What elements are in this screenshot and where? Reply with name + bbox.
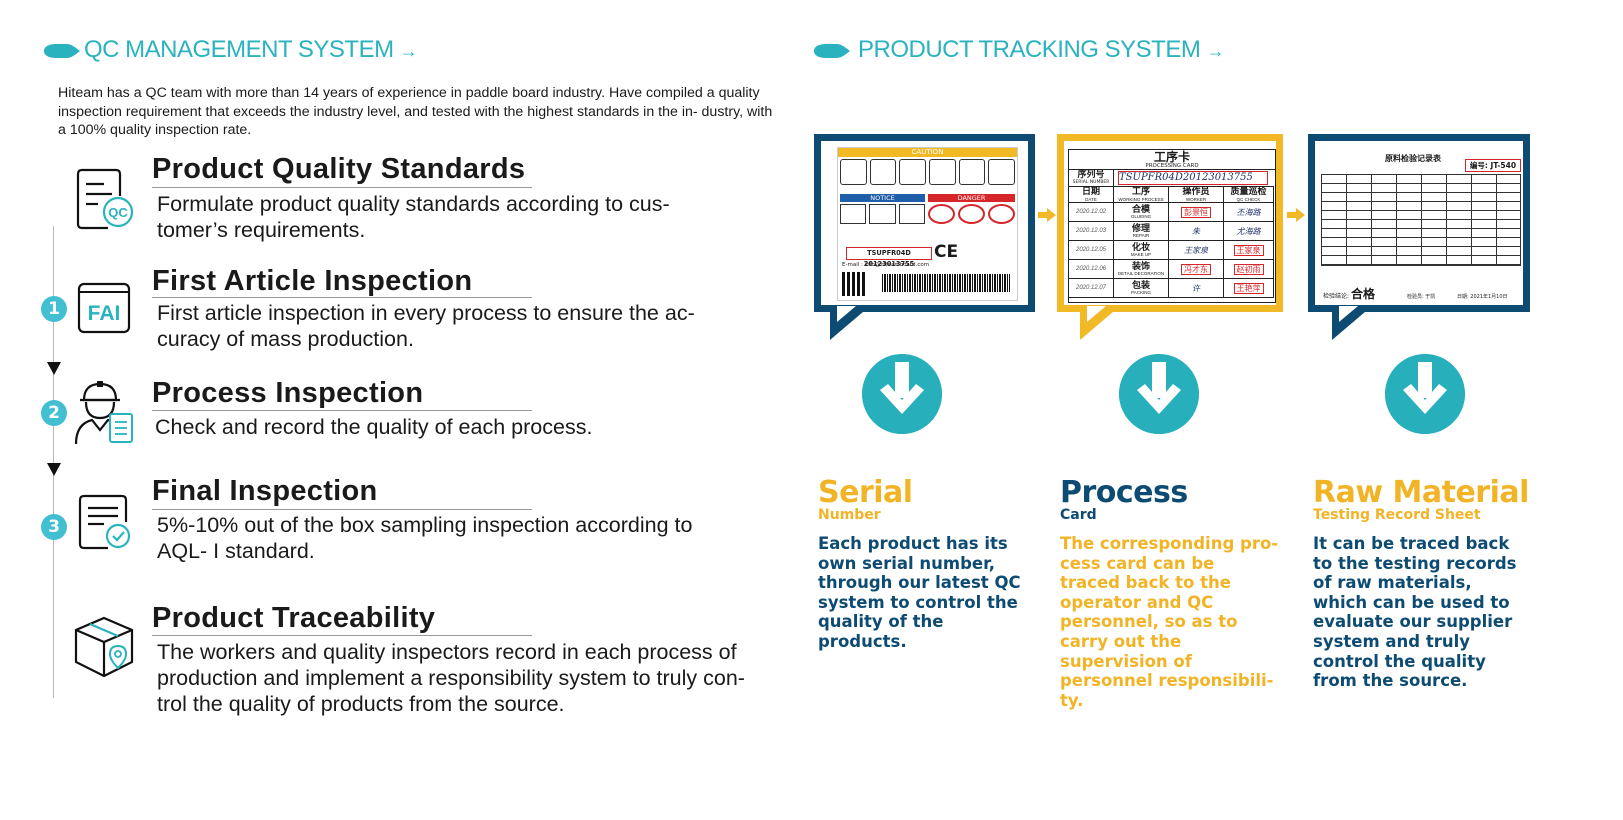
checklist-icon bbox=[78, 494, 131, 550]
step-number-badge: 2 bbox=[41, 400, 67, 426]
box-location-icon bbox=[74, 616, 134, 678]
item-description: The workers and quality inspectors recor… bbox=[157, 640, 745, 716]
raw-sheet-result: 检验结论: 合格 bbox=[1323, 287, 1375, 301]
qr-code-icon bbox=[842, 272, 866, 296]
caution-icons bbox=[840, 159, 1016, 185]
item-description: Formulate product quality standards acco… bbox=[157, 192, 670, 242]
item-title: Final Inspection bbox=[152, 475, 378, 507]
down-arrow-icon bbox=[862, 354, 942, 434]
fai-icon-text: FAI bbox=[88, 302, 121, 325]
barcode-icon bbox=[882, 274, 1010, 292]
column-subtitle: Number bbox=[818, 507, 881, 523]
column-description: It can be traced back to the testing rec… bbox=[1313, 534, 1517, 691]
speech-tail-icon bbox=[1332, 306, 1372, 340]
inspector-icon bbox=[74, 381, 133, 445]
column-subtitle: Card bbox=[1060, 507, 1097, 523]
timeline-line bbox=[53, 226, 54, 698]
item-underline bbox=[152, 410, 532, 411]
qc-section-title: QC MANAGEMENT SYSTEM → bbox=[84, 36, 418, 63]
speech-tail-icon bbox=[830, 306, 870, 340]
item-underline bbox=[152, 297, 532, 298]
speech-tail-icon bbox=[1080, 306, 1120, 340]
processing-card-image: 工序卡 PROCESSING CARD 序列号 SERIAL NUMBER TS… bbox=[1068, 149, 1276, 303]
raw-sheet-date: 日期: 2021年1月10日 bbox=[1457, 294, 1508, 300]
danger-icons bbox=[928, 204, 1015, 224]
flow-arrow-icon bbox=[1287, 208, 1305, 222]
qc-intro-text: Hiteam has a QC team with more than 14 y… bbox=[58, 85, 773, 138]
down-arrow-icon bbox=[1119, 354, 1199, 434]
raw-sheet-inspector: 检验员: 于凯 bbox=[1407, 294, 1436, 300]
item-description: Check and record the quality of each pro… bbox=[155, 415, 593, 439]
serial-number-highlight: TSUPFR04D 20123013755 bbox=[846, 247, 932, 268]
fai-icon: FAI bbox=[77, 282, 131, 334]
raw-sheet-grid bbox=[1321, 174, 1521, 266]
qc-icon-text: QC bbox=[108, 205, 128, 220]
processing-card: 工序卡 PROCESSING CARD 序列号 SERIAL NUMBER TS… bbox=[1057, 134, 1283, 312]
timeline-arrow-icon bbox=[47, 463, 61, 476]
caution-banner: CAUTION bbox=[838, 148, 1017, 157]
email-text: E-mail : info@hiteamboard.com bbox=[842, 262, 930, 268]
serial-label-card: CAUTION NOTICE DANGER TSUPFR04D 20123013… bbox=[814, 134, 1035, 312]
process-serial-value: TSUPFR04D20123013755 bbox=[1118, 171, 1268, 185]
column-title: Serial bbox=[818, 475, 913, 510]
item-underline bbox=[152, 187, 532, 188]
section-bullet-icon bbox=[44, 44, 80, 58]
column-description: Each product has its own serial number, … bbox=[818, 534, 1021, 651]
raw-material-sheet-image: 原料检验记录表 编号: JT-540 检验结论: 合格 检验员: 于凯 日期: … bbox=[1319, 147, 1521, 303]
column-title: Raw Material bbox=[1313, 475, 1529, 510]
item-description: 5%-10% out of the box sampling inspectio… bbox=[157, 513, 693, 563]
item-title: Product Quality Standards bbox=[152, 153, 526, 185]
down-arrow-icon bbox=[1385, 354, 1465, 434]
ce-mark: CE bbox=[934, 242, 959, 262]
raw-sheet-title: 原料检验记录表 bbox=[1385, 154, 1441, 163]
item-title: First Article Inspection bbox=[152, 265, 473, 297]
flow-arrow-icon bbox=[1038, 208, 1056, 222]
item-title: Product Traceability bbox=[152, 602, 436, 634]
item-title: Process Inspection bbox=[152, 377, 424, 409]
tracking-section-title: PRODUCT TRACKING SYSTEM → bbox=[858, 36, 1224, 63]
danger-banner: DANGER bbox=[928, 194, 1015, 202]
raw-sheet-code: 编号: JT-540 bbox=[1465, 159, 1521, 172]
notice-banner: NOTICE bbox=[840, 194, 925, 202]
step-number-badge: 3 bbox=[41, 514, 67, 540]
serial-label-image: CAUTION NOTICE DANGER TSUPFR04D 20123013… bbox=[837, 147, 1018, 301]
column-subtitle: Testing Record Sheet bbox=[1313, 507, 1481, 523]
step-number-badge: 1 bbox=[41, 296, 67, 322]
item-description: First article inspection in every proces… bbox=[157, 301, 695, 351]
document-qc-icon: QC bbox=[76, 168, 134, 230]
notice-icons bbox=[840, 204, 925, 224]
raw-material-card: 原料检验记录表 编号: JT-540 检验结论: 合格 检验员: 于凯 日期: … bbox=[1308, 134, 1530, 312]
item-underline bbox=[152, 635, 532, 636]
column-description: The corresponding pro- cess card can be … bbox=[1060, 534, 1279, 710]
item-underline bbox=[152, 509, 532, 510]
section-bullet-icon bbox=[814, 44, 850, 58]
timeline-arrow-icon bbox=[47, 362, 61, 375]
column-title: Process bbox=[1060, 475, 1188, 510]
